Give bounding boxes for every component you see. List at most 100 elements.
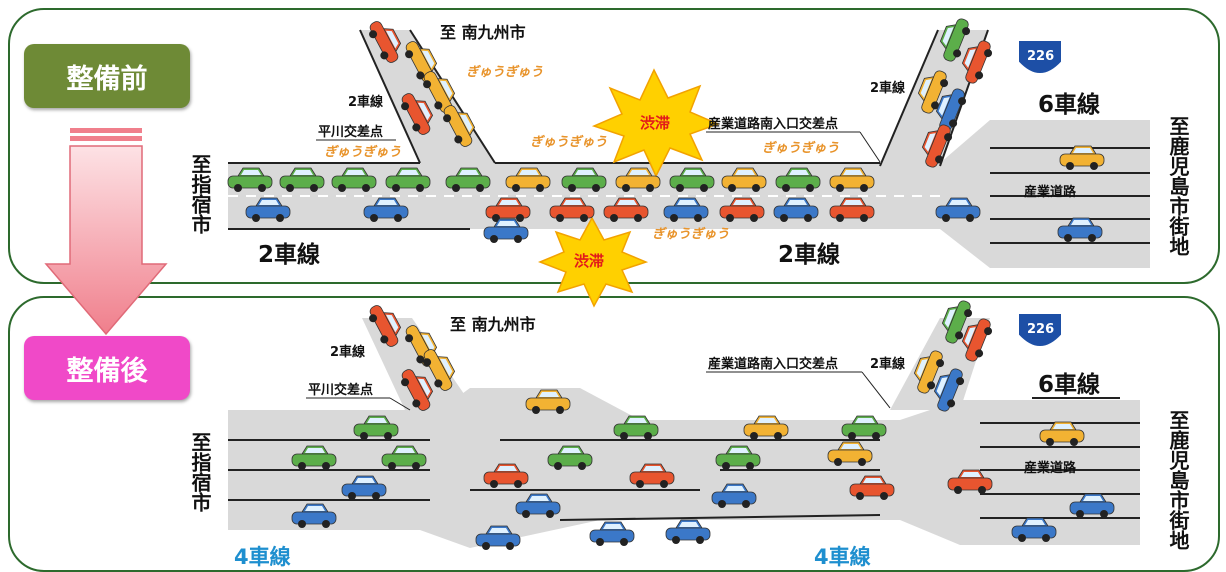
after-to-ibusuki: 至指宿市 <box>188 432 212 512</box>
car-icon <box>291 503 337 528</box>
before-congestion-2: 渋滞 <box>574 252 604 270</box>
car-icon <box>719 197 765 222</box>
car-icon <box>561 167 607 192</box>
before-sangyo-intersection: 産業道路南入口交差点 <box>708 116 838 132</box>
car-icon <box>353 415 399 440</box>
car-icon <box>933 368 965 412</box>
car-icon <box>829 197 875 222</box>
after-route-number: 226 <box>1027 322 1054 337</box>
before-sangyo-road: 産業道路 <box>1024 184 1077 200</box>
car-icon <box>445 167 491 192</box>
after-sangyo-road: 産業道路 <box>1024 460 1077 476</box>
car-icon <box>827 441 873 466</box>
car-icon <box>505 167 551 192</box>
car-icon <box>245 197 291 222</box>
before-to-minamikyushu: 至 南九州市 <box>440 23 526 42</box>
after-hirakawa-intersection: 平川交差点 <box>308 382 373 398</box>
car-icon <box>941 300 973 344</box>
car-icon <box>711 483 757 508</box>
before-hirakawa-intersection: 平川交差点 <box>318 124 383 140</box>
car-icon <box>1039 421 1085 446</box>
car-icon <box>1069 493 1115 518</box>
route-shield-after <box>1017 312 1063 348</box>
car-icon <box>775 167 821 192</box>
car-icon <box>961 318 993 362</box>
car-icon <box>913 350 945 394</box>
car-icon <box>947 469 993 494</box>
congestion-burst-2 <box>537 216 649 308</box>
car-icon <box>341 475 387 500</box>
car-icon <box>935 197 981 222</box>
before-gyuugyuu-1: ぎゅうぎゅう <box>466 64 543 80</box>
car-icon <box>603 197 649 222</box>
before-left-lanes: 2車線 <box>258 241 320 268</box>
car-icon <box>917 70 949 114</box>
after-to-kagoshima: 至鹿児島市街地 <box>1166 410 1190 550</box>
after-main-road <box>228 388 1140 548</box>
car-icon <box>483 218 529 243</box>
car-icon <box>405 41 438 83</box>
after-side-two-lanes-right: 2車線 <box>870 356 906 372</box>
car-icon <box>829 167 875 192</box>
car-icon <box>547 445 593 470</box>
car-icon <box>475 525 521 550</box>
car-icon <box>669 167 715 192</box>
car-icon <box>227 167 273 192</box>
car-icon <box>743 415 789 440</box>
car-icon <box>589 521 635 546</box>
car-icon <box>773 197 819 222</box>
after-right-lanes: 4車線 <box>814 545 871 569</box>
after-to-minamikyushu: 至 南九州市 <box>450 315 536 334</box>
car-icon <box>721 167 767 192</box>
before-gyuugyuu-5: ぎゅうぎゅう <box>652 226 729 242</box>
car-icon <box>279 167 325 192</box>
car-icon <box>385 167 431 192</box>
after-side-two-lanes-left: 2車線 <box>330 344 366 360</box>
car-icon <box>423 71 456 113</box>
before-gyuugyuu-3: ぎゅうぎゅう <box>530 134 607 150</box>
car-icon <box>291 445 337 470</box>
car-icon <box>665 519 711 544</box>
car-icon <box>423 349 456 391</box>
before-to-kagoshima: 至鹿児島市街地 <box>1166 116 1190 256</box>
before-congestion-1: 渋滞 <box>640 114 670 132</box>
car-icon <box>935 88 967 132</box>
before-side-two-lanes-left: 2車線 <box>348 94 384 110</box>
car-icon <box>921 124 953 168</box>
car-icon <box>483 463 529 488</box>
car-icon <box>381 445 427 470</box>
car-icon <box>629 463 675 488</box>
down-arrow <box>44 128 168 336</box>
before-side-two-lanes-right: 2車線 <box>870 80 906 96</box>
route-shield-before <box>1017 39 1063 75</box>
car-icon <box>525 389 571 414</box>
car-icon <box>369 21 402 63</box>
car-icon <box>515 493 561 518</box>
car-icon <box>1057 217 1103 242</box>
cars-layer <box>227 18 1115 550</box>
before-gyuugyuu-4: ぎゅうぎゅう <box>762 140 839 156</box>
before-route-number: 226 <box>1027 49 1054 64</box>
car-icon <box>715 445 761 470</box>
car-icon <box>961 40 993 84</box>
badge-after: 整備後 <box>24 336 190 400</box>
car-icon <box>331 167 377 192</box>
car-icon <box>1011 517 1057 542</box>
before-gyuugyuu-2: ぎゅうぎゅう <box>324 144 401 160</box>
car-icon <box>443 105 476 147</box>
before-right-lanes: 2車線 <box>778 241 840 268</box>
car-icon <box>401 93 434 135</box>
after-sangyo-intersection: 産業道路南入口交差点 <box>708 356 838 372</box>
before-to-ibusuki: 至指宿市 <box>188 154 212 234</box>
car-icon <box>369 305 402 347</box>
car-icon <box>401 369 434 411</box>
car-icon <box>613 415 659 440</box>
after-six-lanes: 6車線 <box>1038 371 1100 398</box>
car-icon <box>849 475 895 500</box>
car-icon <box>549 197 595 222</box>
car-icon <box>1059 145 1105 170</box>
car-icon <box>663 197 709 222</box>
car-icon <box>615 167 661 192</box>
